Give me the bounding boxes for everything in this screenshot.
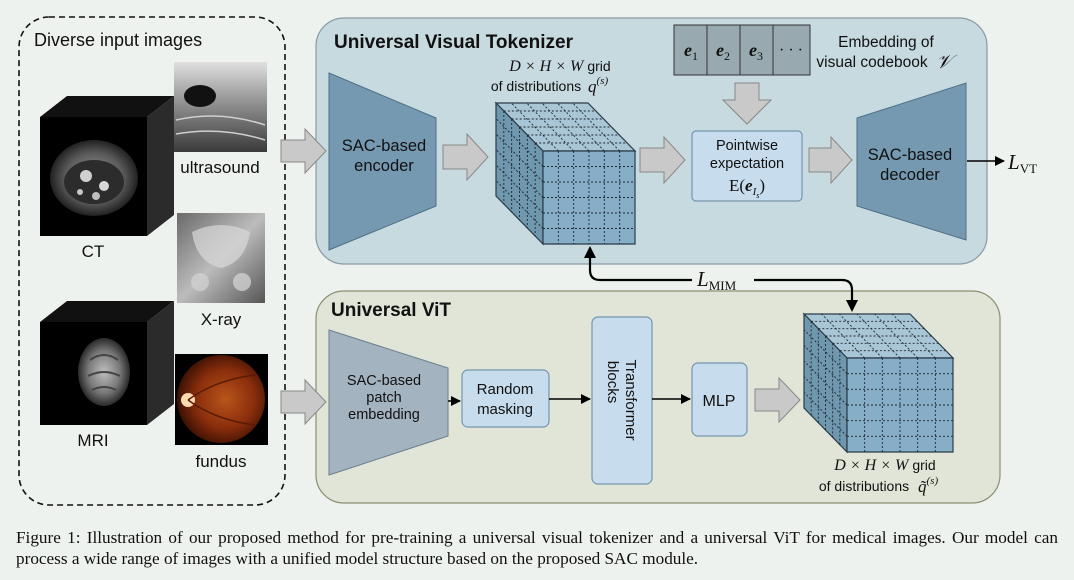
- mim-arrowhead-up: [584, 246, 596, 258]
- ultrasound-label: ultrasound: [180, 158, 259, 177]
- vit-grid-word: grid: [912, 457, 935, 473]
- codebook-cell: · · ·: [772, 24, 811, 76]
- codebook-entry-2-sub: 2: [724, 49, 730, 63]
- codebook-entry-1-sub: 1: [692, 49, 698, 63]
- decoder-label-line2: decoder: [880, 166, 940, 184]
- transformer-label-line2: blocks: [604, 361, 621, 404]
- expectation-to-decoder-arrow: [808, 135, 853, 185]
- loss-vt: LVT: [1007, 150, 1037, 176]
- figure-caption: Figure 1: Illustration of our proposed m…: [16, 528, 1058, 568]
- encoder-label-line2: encoder: [354, 157, 414, 175]
- encoder-to-grid-arrow: [442, 132, 489, 182]
- mlp-box: [691, 362, 748, 437]
- transformer-blocks-box: [591, 316, 653, 485]
- loss-mim-sub: MIM: [709, 278, 737, 293]
- tokenizer-panel: Universal Visual Tokenizer SAC-based enc…: [315, 17, 1037, 265]
- tokenizer-grid-caption-line2: of distributions: [491, 78, 581, 94]
- sac-patch-embedding-module: [328, 329, 449, 476]
- mim-connector-right: [754, 278, 854, 308]
- fundus-label: fundus: [195, 452, 246, 471]
- pointwise-line1: Pointwise: [716, 138, 778, 154]
- codebook-cell: e3: [739, 24, 774, 76]
- pointwise-expectation-box: [691, 130, 803, 202]
- xray-label: X-ray: [201, 310, 242, 329]
- tokenizer-grid-q: q: [588, 77, 597, 96]
- ct-image-cube: [40, 96, 174, 236]
- masking-label-line1: Random: [477, 381, 534, 398]
- tokenizer-grid-word: grid: [587, 58, 610, 74]
- tokenizer-grid-dims: D × H × W: [508, 58, 585, 75]
- pointwise-sub-i: I: [752, 186, 758, 198]
- vit-grid-sup: (s): [927, 475, 939, 487]
- patch-label-line1: SAC-based: [347, 373, 421, 389]
- visual-codebook: e1 e2 e3 · · ·: [673, 24, 811, 76]
- codebook-entry-1: e1: [684, 40, 698, 63]
- random-masking-box: [461, 369, 550, 428]
- vit-title: Universal ViT: [331, 300, 451, 321]
- mri-label: MRI: [77, 431, 108, 450]
- input-images-panel: Diverse input images CT MRI: [18, 16, 286, 506]
- loss-vt-symbol: L: [1007, 150, 1020, 174]
- encoder-label-line1: SAC-based: [342, 137, 426, 155]
- vit-grid-q: q̃: [918, 477, 927, 496]
- method-diagram: Diverse input images CT MRI: [18, 16, 1037, 506]
- fundus-image: [175, 354, 268, 445]
- xray-image: [177, 213, 265, 303]
- codebook-entry-2: e2: [716, 40, 730, 63]
- tokenizer-distribution-grid-cube: [494, 101, 637, 246]
- loss-mim: LMIM: [696, 267, 737, 293]
- codebook-entry-3: e3: [749, 40, 763, 63]
- decoder-label-line1: SAC-based: [868, 146, 952, 164]
- vit-distribution-grid-cube: [802, 312, 955, 454]
- codebook-entry-3-letter: e: [749, 40, 757, 60]
- tokenizer-title: Universal Visual Tokenizer: [334, 32, 574, 53]
- pointwise-expectation-operator: E: [729, 176, 739, 195]
- pointwise-sub-s: s: [756, 191, 759, 200]
- vit-grid-caption-line2: of distributions: [819, 478, 909, 494]
- pointwise-embedding-e: e: [745, 176, 753, 195]
- sac-encoder-module: [328, 72, 437, 251]
- mim-connector-left: [588, 248, 692, 282]
- vit-grid-symbol: q̃(s): [918, 475, 938, 496]
- sac-decoder-module: [856, 82, 967, 241]
- codebook-cell: e1: [673, 24, 708, 76]
- codebook-entry-2-letter: e: [716, 40, 724, 60]
- ct-label: CT: [82, 242, 105, 261]
- vit-grid-dims: D × H × W: [833, 457, 910, 474]
- tokenizer-grid-sup: (s): [597, 75, 609, 87]
- codebook-to-expectation-arrow: [721, 82, 773, 125]
- pointwise-line2: expectation: [710, 156, 784, 172]
- mim-arrowhead-down: [846, 300, 858, 312]
- loss-vt-sub: VT: [1020, 161, 1037, 176]
- input-panel-title: Diverse input images: [34, 30, 202, 50]
- pointwise-formula: E(eIs): [729, 176, 765, 200]
- codebook-cell: e2: [706, 24, 741, 76]
- patch-label-line2: patch: [366, 390, 401, 406]
- grid-to-expectation-arrow: [639, 135, 686, 185]
- inputs-to-patch-embedding-arrow: [280, 378, 327, 426]
- codebook-entry-1-letter: e: [684, 40, 692, 60]
- mlp-to-grid-arrow: [754, 376, 801, 424]
- mlp-label: MLP: [703, 393, 736, 410]
- loss-mim-symbol: L: [696, 267, 709, 291]
- codebook-label-line2: visual codebook: [816, 54, 927, 71]
- patch-label-line3: embedding: [348, 407, 420, 423]
- ultrasound-image: [174, 62, 267, 152]
- masking-label-line2: masking: [477, 401, 533, 418]
- codebook-label-line1: Embedding of: [838, 34, 934, 51]
- vit-panel: Universal ViT SAC-based patch embedding …: [315, 290, 1001, 504]
- codebook-entry-3-sub: 3: [757, 49, 763, 63]
- inputs-to-encoder-arrow: [280, 127, 327, 175]
- mri-image-cube: [40, 301, 174, 425]
- transformer-label-line1: Transformer: [622, 359, 639, 440]
- codebook-ellipsis: · · ·: [779, 42, 803, 59]
- tokenizer-grid-symbol: q(s): [588, 75, 608, 96]
